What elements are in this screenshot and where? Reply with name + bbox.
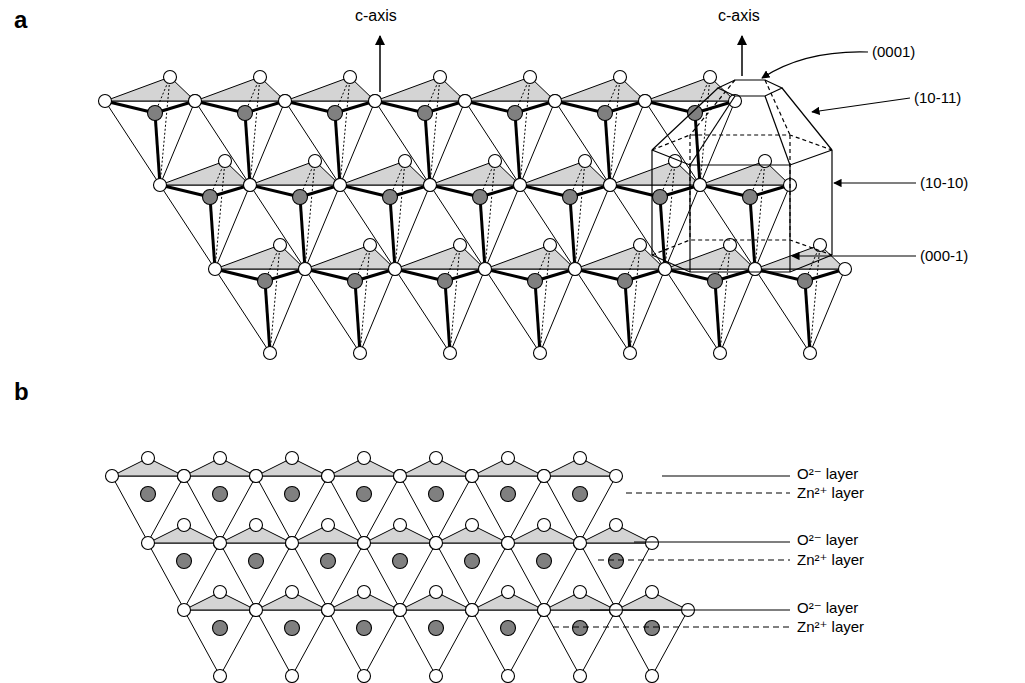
tetrahedra-network [99,71,852,360]
face-label: (10-11) [914,90,961,105]
layer-view [106,452,695,683]
face-label: (000-1) [920,248,968,263]
layer-label: Zn²⁺ layer [797,619,864,634]
layer-label: Zn²⁺ layer [797,485,864,500]
face-label: (10-10) [920,175,968,190]
layer-label: O²⁻ layer [797,532,858,547]
panel-letter: a [14,8,27,32]
axis-label: c-axis [355,8,397,24]
panel-letter: b [14,380,29,404]
layer-label: O²⁻ layer [797,600,858,615]
layer-label: O²⁻ layer [797,466,858,481]
layer-label: Zn²⁺ layer [797,552,864,567]
axis-label: c-axis [718,8,760,24]
face-label: (0001) [872,44,915,59]
